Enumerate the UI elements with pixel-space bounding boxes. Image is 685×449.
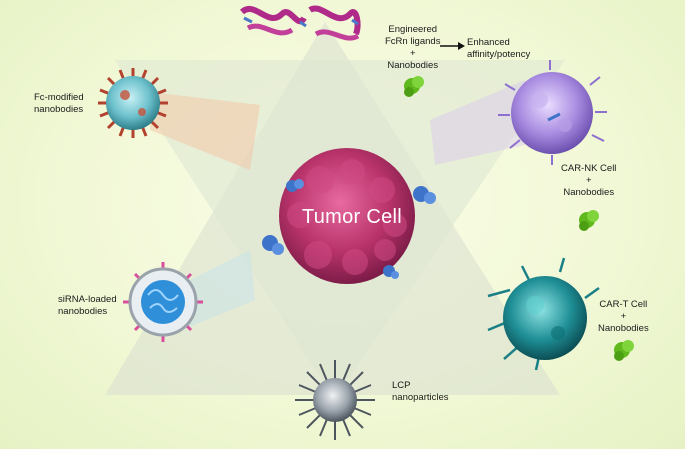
tumor-cell-label: Tumor Cell [301,206,403,228]
nanobody-icon [614,340,634,361]
virus-icon [98,68,168,138]
nk-cell-icon [498,60,607,165]
arrow-icon [440,42,465,50]
connector-fc [150,92,260,170]
enhanced-affinity-label: Enhanced affinity/potency [467,37,531,60]
lcp-nanoparticles-label: LCP nanoparticles [392,380,449,403]
fc-modified-label: Fc-modified nanobodies [34,92,84,115]
receptor-icon [286,179,304,192]
car-nk-label: CAR-NK Cell + Nanobodies [561,163,617,198]
receptor-icon [383,265,399,279]
t-cell-icon [487,257,600,371]
receptor-icon [262,235,284,255]
nanobody-icon [579,210,599,231]
protein-ribbon-icon [239,5,361,41]
sirna-loaded-label: siRNA-loaded nanobodies [58,294,117,317]
sirna-particle-icon [123,262,203,342]
engineered-fcrn-label: Engineered FcRn ligands + Nanobodies [385,24,441,71]
receptor-icon [413,186,436,204]
nanobody-icon [404,76,424,97]
car-t-label: CAR-T Cell + Nanobodies [598,299,649,334]
lcp-particle-icon [295,360,375,440]
connector-carnk [430,80,525,165]
tumor-cell-icon [279,148,415,284]
